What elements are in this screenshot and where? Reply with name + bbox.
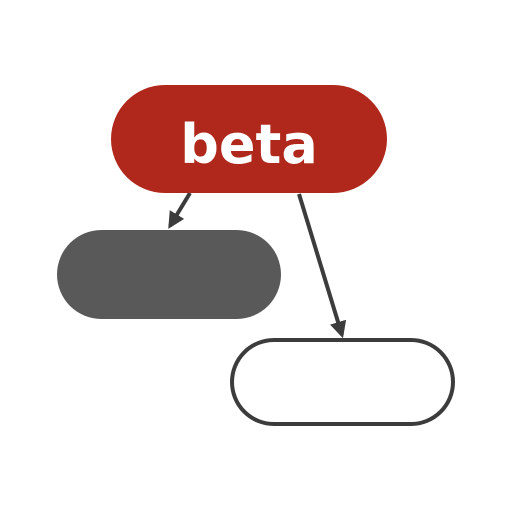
node-left-child[interactable] <box>57 230 281 319</box>
node-root-shape <box>111 85 387 193</box>
edge-root-to-right-child <box>297 193 347 339</box>
edge-root-to-left-child <box>168 191 192 229</box>
node-left-child-shape <box>57 230 281 319</box>
node-root[interactable]: beta <box>111 85 387 193</box>
node-right-child-shape <box>230 338 455 426</box>
node-right-child[interactable] <box>230 338 455 426</box>
node-root-label: beta <box>180 113 318 176</box>
